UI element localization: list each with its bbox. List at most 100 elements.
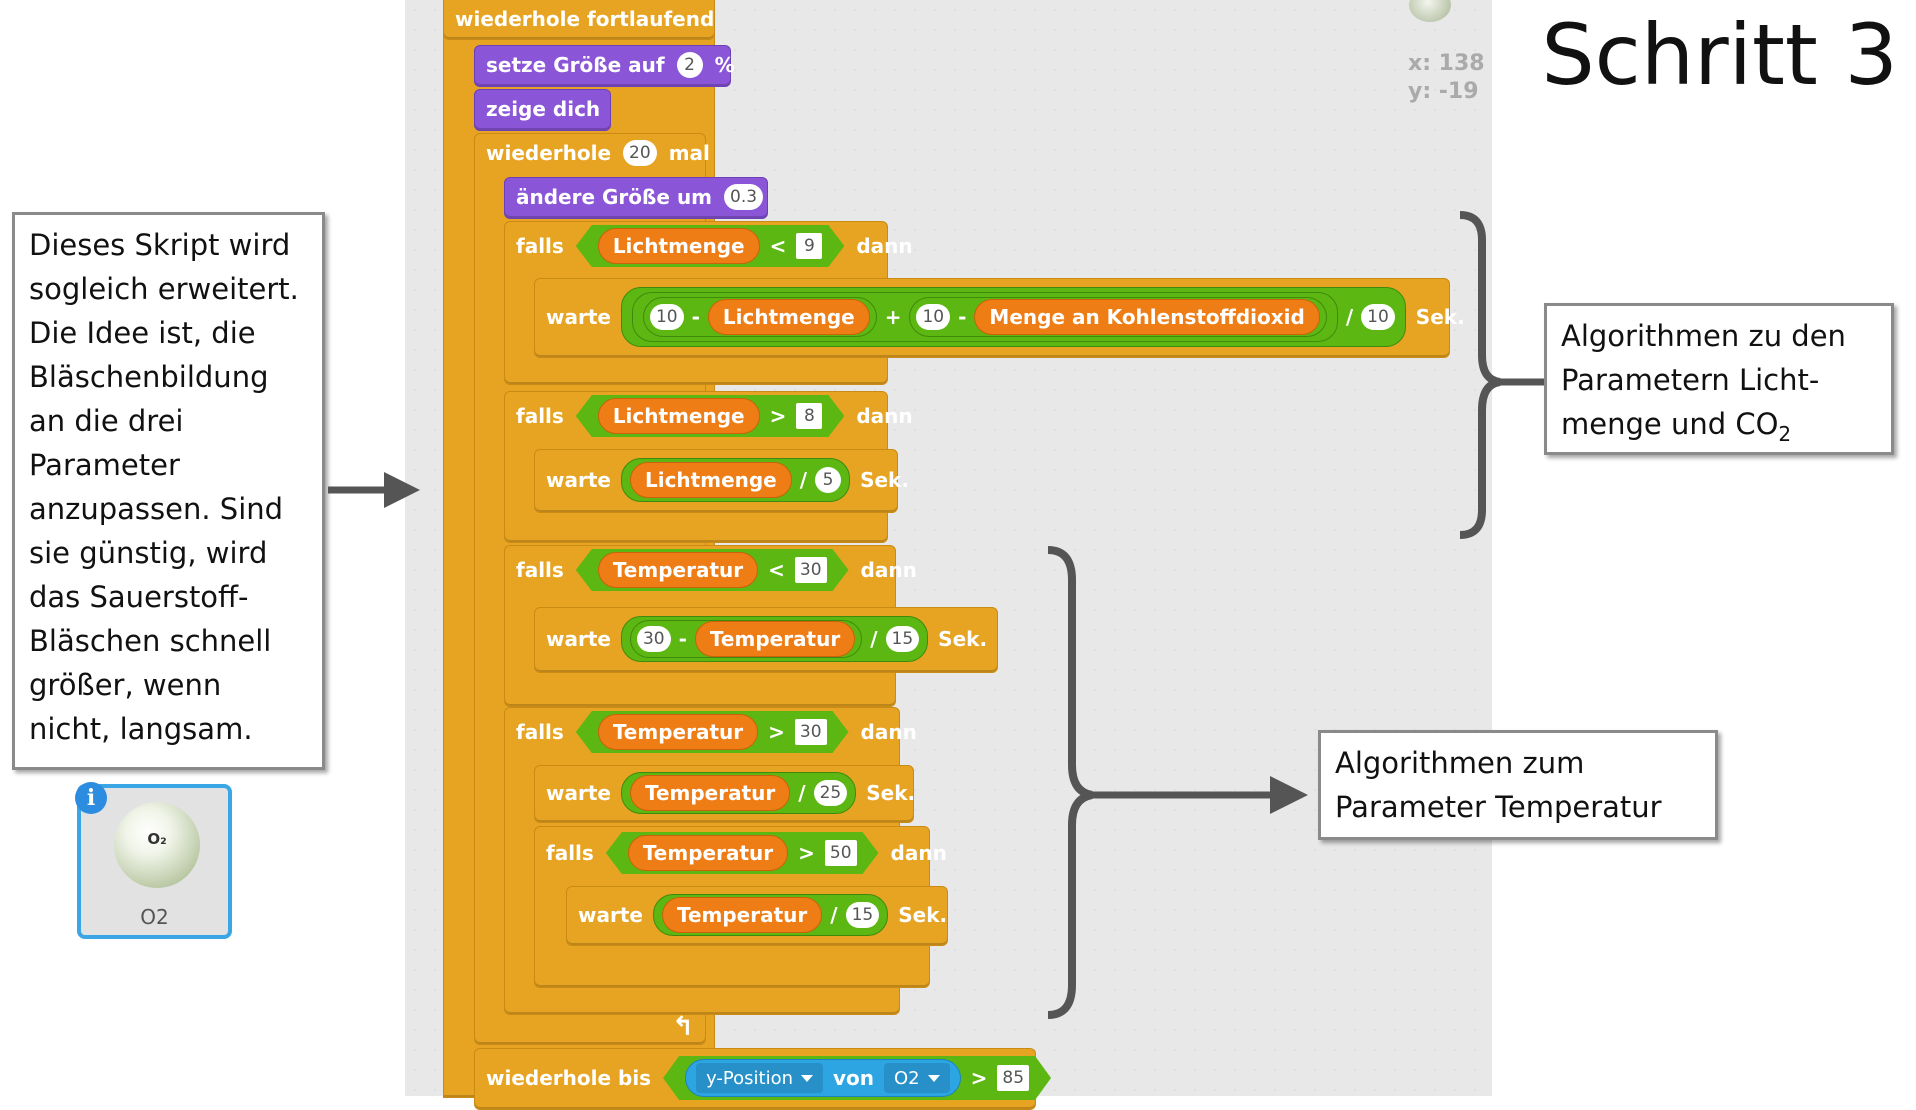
- ypos-gt-condition[interactable]: y-Position von O2 > 85: [663, 1056, 1051, 1100]
- w3-div-input[interactable]: 15: [885, 626, 920, 652]
- o2-bubble-text: O₂: [147, 830, 167, 848]
- divide-sign: /: [1345, 305, 1354, 329]
- show-label: zeige dich: [486, 97, 601, 121]
- divide-sign: /: [830, 903, 838, 927]
- w4-div-input[interactable]: 25: [813, 780, 848, 806]
- x-coordinate: x: 138: [1408, 51, 1485, 76]
- light-gt-condition[interactable]: Lichtmenge > 8: [576, 395, 845, 437]
- divide-sign: /: [798, 781, 806, 805]
- bottom-right-note-line2: Parameter Temperatur: [1335, 790, 1662, 824]
- top-right-note-line3: menge und CO2: [1561, 407, 1792, 446]
- co2-reporter[interactable]: Menge an Kohlenstoffdioxid: [974, 299, 1320, 335]
- if-label: falls: [516, 720, 564, 744]
- divide-operator[interactable]: 10 - Lichtmenge + 10 - Menge an Kohlenst…: [620, 287, 1406, 347]
- if5-value-input[interactable]: 50: [825, 840, 857, 866]
- change-size-label: ändere Größe um: [516, 185, 713, 209]
- w1-a-input[interactable]: 10: [649, 304, 684, 330]
- temp-reporter[interactable]: Temperatur: [598, 552, 758, 588]
- sprite-dropdown[interactable]: O2: [884, 1063, 950, 1093]
- temp-lt-condition[interactable]: Temperatur < 30: [576, 549, 849, 591]
- then-label: dann: [860, 558, 917, 582]
- minus-operator[interactable]: 10 - Lichtmenge: [642, 297, 877, 337]
- wait-label: warte: [546, 627, 611, 651]
- info-icon[interactable]: i: [75, 782, 107, 814]
- property-dropdown[interactable]: y-Position: [696, 1063, 823, 1093]
- temp-gt-50-condition[interactable]: Temperatur > 50: [606, 832, 879, 874]
- then-label: dann: [890, 841, 947, 865]
- if-label: falls: [546, 841, 594, 865]
- y-coordinate: y: -19: [1408, 79, 1479, 104]
- then-label: dann: [860, 720, 917, 744]
- set-size-value-input[interactable]: 2: [676, 52, 703, 78]
- then-label: dann: [856, 234, 913, 258]
- forever-block-top[interactable]: [443, 0, 715, 40]
- gt-operator: >: [970, 1066, 988, 1090]
- light-lt-condition[interactable]: Lichtmenge < 9: [576, 225, 845, 267]
- forever-label: wiederhole fortlaufend: [455, 7, 715, 31]
- temp-reporter[interactable]: Temperatur: [661, 897, 823, 933]
- if3-value-input[interactable]: 30: [795, 557, 827, 583]
- bottom-right-note-line1: Algorithmen zum: [1335, 746, 1585, 780]
- w2-div-input[interactable]: 5: [815, 467, 842, 493]
- seconds-label: Sek.: [866, 781, 916, 805]
- bottom-right-note: Algorithmen zum Parameter Temperatur: [1318, 730, 1718, 840]
- dropdown-caret-icon: [801, 1075, 813, 1082]
- then-label: dann: [856, 404, 913, 428]
- gt-operator: >: [769, 404, 787, 428]
- seconds-label: Sek.: [938, 627, 988, 651]
- light-reporter[interactable]: Lichtmenge: [629, 462, 792, 498]
- temp-reporter[interactable]: Temperatur: [629, 775, 791, 811]
- minus-sign: -: [958, 305, 967, 329]
- gt-operator: >: [798, 841, 815, 865]
- if4-value-input[interactable]: 30: [795, 719, 827, 745]
- light-reporter[interactable]: Lichtmenge: [707, 299, 870, 335]
- temp-reporter[interactable]: Temperatur: [598, 714, 758, 750]
- repeat-until-label: wiederhole bis: [486, 1066, 652, 1090]
- divide-operator[interactable]: 30 - Temperatur / 15: [620, 616, 929, 662]
- divide-sign: /: [799, 468, 808, 492]
- repeat-times-input[interactable]: 20: [623, 140, 657, 166]
- seconds-label: Sek.: [898, 903, 948, 927]
- temp-reporter[interactable]: Temperatur: [628, 835, 788, 871]
- w3-a-input[interactable]: 30: [636, 626, 671, 652]
- divide-operator[interactable]: Temperatur / 25: [620, 772, 857, 814]
- sprite-coordinates: x: 138 y: -19: [1408, 50, 1485, 106]
- if-label: falls: [516, 234, 564, 258]
- minus-operator[interactable]: 30 - Temperatur: [629, 620, 863, 658]
- change-size-block[interactable]: [504, 177, 768, 219]
- plus-operator[interactable]: 10 - Lichtmenge + 10 - Menge an Kohlenst…: [631, 292, 1338, 342]
- divide-operator[interactable]: Lichtmenge / 5: [620, 458, 851, 502]
- set-size-label: setze Größe auf: [486, 53, 665, 77]
- if2-value-input[interactable]: 8: [796, 403, 822, 429]
- slide-title: Schritt 3: [1541, 6, 1898, 104]
- temp-gt-condition[interactable]: Temperatur > 30: [576, 711, 849, 753]
- left-note-text: Dieses Skript wird sogleich erweitert. D…: [29, 228, 299, 746]
- if-label: falls: [516, 558, 564, 582]
- sprite-tile-o2[interactable]: O₂ O2 i: [75, 782, 232, 939]
- top-right-note: Algorithmen zu den Parametern Licht- men…: [1544, 303, 1894, 455]
- left-note: Dieses Skript wird sogleich erweitert. D…: [12, 212, 325, 770]
- o2-bubble-icon: O₂: [114, 802, 200, 888]
- minus-sign: -: [691, 305, 700, 329]
- seconds-label: Sek.: [1415, 305, 1465, 329]
- plus-sign: +: [884, 305, 902, 329]
- property-value: y-Position: [706, 1067, 793, 1089]
- light-reporter[interactable]: Lichtmenge: [598, 228, 760, 264]
- top-right-note-line1: Algorithmen zu den: [1561, 319, 1846, 353]
- until-value-input[interactable]: 85: [997, 1065, 1029, 1091]
- w1-c-input[interactable]: 10: [1361, 304, 1395, 330]
- if1-value-input[interactable]: 9: [796, 233, 822, 259]
- wait-label: warte: [578, 903, 643, 927]
- divide-operator[interactable]: Temperatur / 15: [652, 894, 889, 936]
- change-size-value-input[interactable]: 0.3: [724, 184, 764, 210]
- light-reporter[interactable]: Lichtmenge: [598, 398, 760, 434]
- lt-operator: <: [768, 558, 785, 582]
- w1-b-input[interactable]: 10: [916, 304, 951, 330]
- of-label: von: [833, 1066, 875, 1090]
- gt-operator: >: [768, 720, 785, 744]
- sensing-reporter[interactable]: y-Position von O2: [685, 1059, 961, 1097]
- minus-operator[interactable]: 10 - Menge an Kohlenstoffdioxid: [909, 297, 1327, 337]
- temp-reporter[interactable]: Temperatur: [694, 621, 856, 657]
- w5-div-input[interactable]: 15: [845, 902, 880, 928]
- show-block[interactable]: [474, 89, 611, 131]
